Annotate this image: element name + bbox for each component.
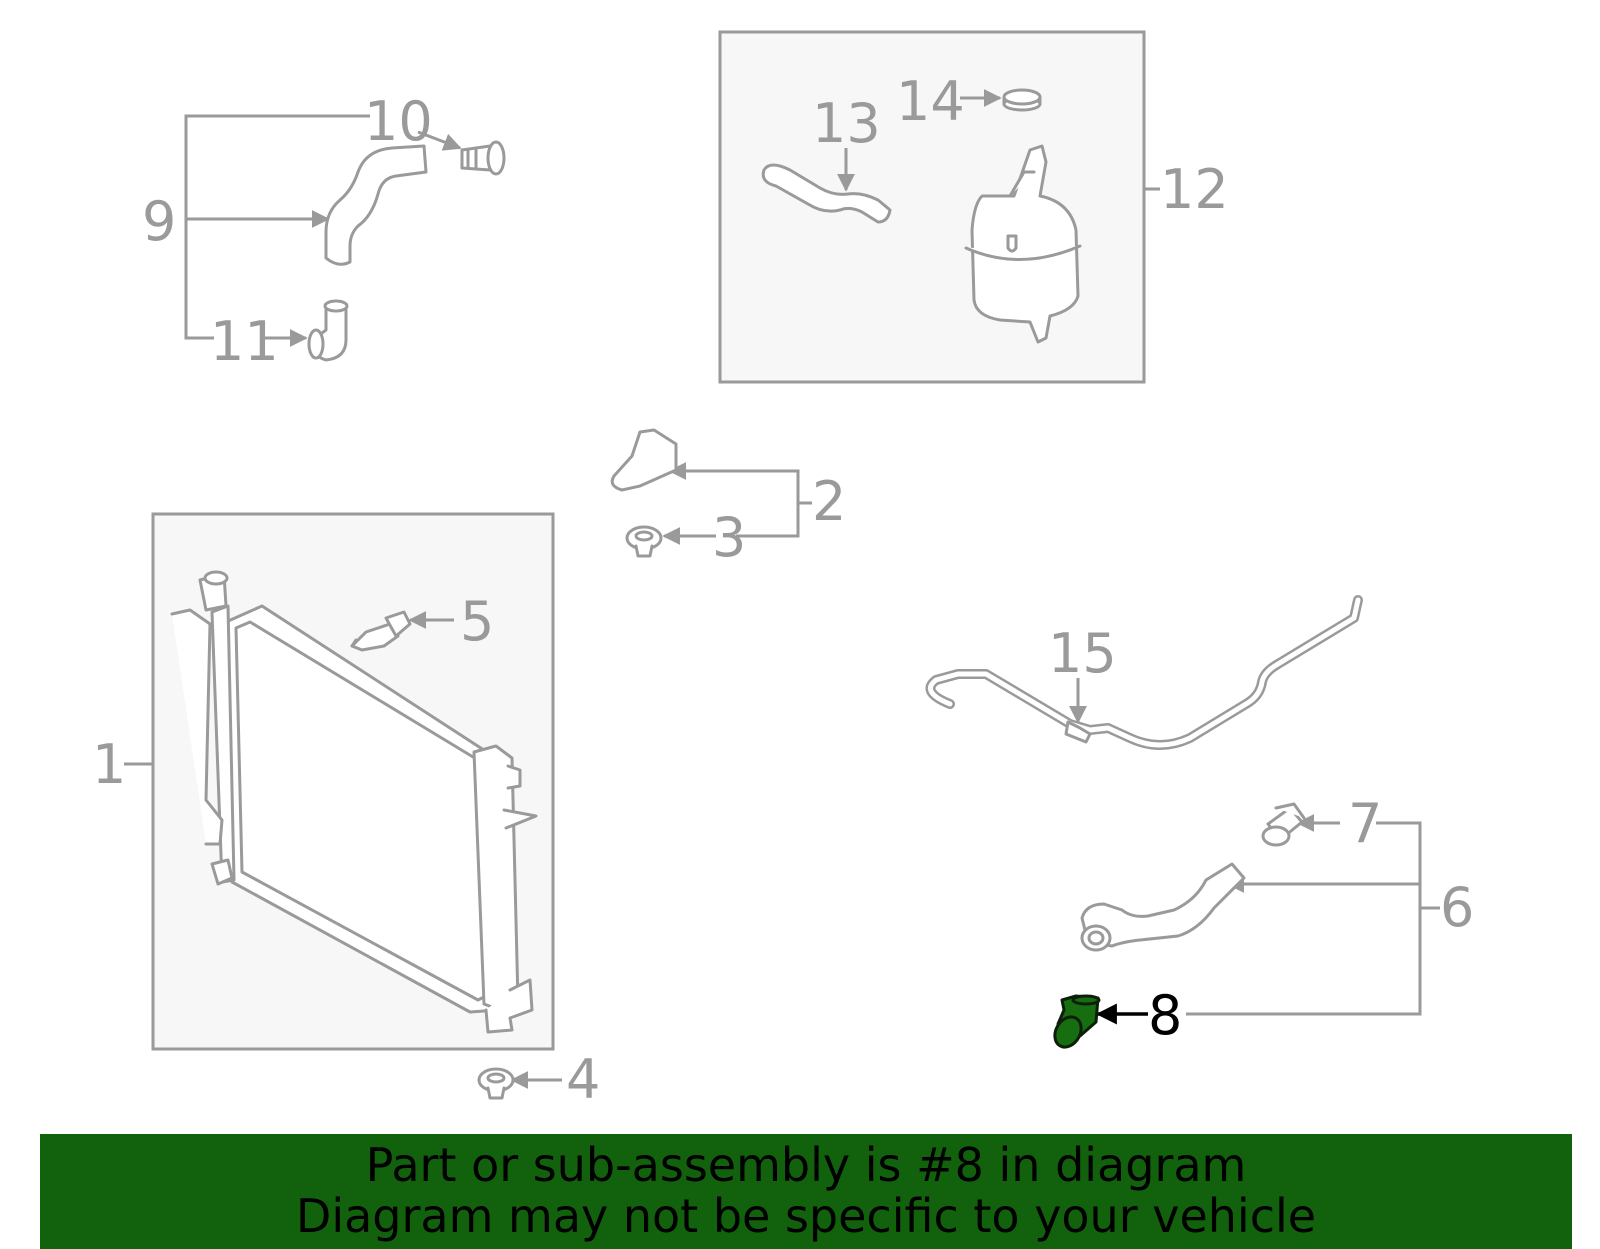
reservoir-cap-14 xyxy=(1002,88,1042,112)
lower-hose-6 xyxy=(1080,862,1246,952)
callout-6: 6 xyxy=(1440,876,1474,939)
callout-11: 11 xyxy=(210,310,279,373)
reservoir-hose-13 xyxy=(761,163,892,224)
grommet-3 xyxy=(625,525,663,558)
callout-5: 5 xyxy=(460,590,494,653)
mount-bracket-2 xyxy=(610,428,678,492)
grommet-4 xyxy=(477,1067,515,1100)
callout-12: 12 xyxy=(1160,158,1229,221)
leader-10 xyxy=(417,130,462,151)
radiator-1 xyxy=(170,570,538,1034)
callout-2: 2 xyxy=(812,470,846,533)
callout-14: 14 xyxy=(896,70,965,133)
bracket-6-7-8 xyxy=(1186,821,1422,1016)
elbow-fitting-11 xyxy=(307,299,349,362)
callout-1: 1 xyxy=(92,733,126,796)
banner-line-1: Part or sub-assembly is #8 in diagram xyxy=(365,1138,1247,1192)
callout-15: 15 xyxy=(1048,622,1117,685)
banner-line-2: Diagram may not be specific to your vehi… xyxy=(295,1189,1317,1243)
drain-plug-5 xyxy=(350,610,412,652)
callout-9: 9 xyxy=(142,190,176,253)
callout-10: 10 xyxy=(364,90,433,153)
callout-7: 7 xyxy=(1348,792,1382,855)
reservoir-group-box xyxy=(718,30,1146,384)
bracket-9-10-11 xyxy=(184,114,370,340)
upper-hose-9 xyxy=(324,144,428,266)
overflow-tube-15-inner xyxy=(927,597,1361,748)
tube-connector-15 xyxy=(1064,720,1092,744)
elbow-fitting-8-highlighted xyxy=(1053,994,1101,1049)
hose-clamp-10 xyxy=(460,140,506,176)
info-banner: Part or sub-assembly is #8 in diagram Di… xyxy=(40,1134,1572,1249)
coolant-reservoir-12 xyxy=(964,144,1082,344)
callout-3: 3 xyxy=(712,506,746,569)
callout-4: 4 xyxy=(566,1048,600,1111)
hose-clamp-7 xyxy=(1261,802,1306,847)
overflow-tube-15-outer xyxy=(925,595,1363,750)
callout-13: 13 xyxy=(812,92,881,155)
callout-8: 8 xyxy=(1148,984,1182,1047)
